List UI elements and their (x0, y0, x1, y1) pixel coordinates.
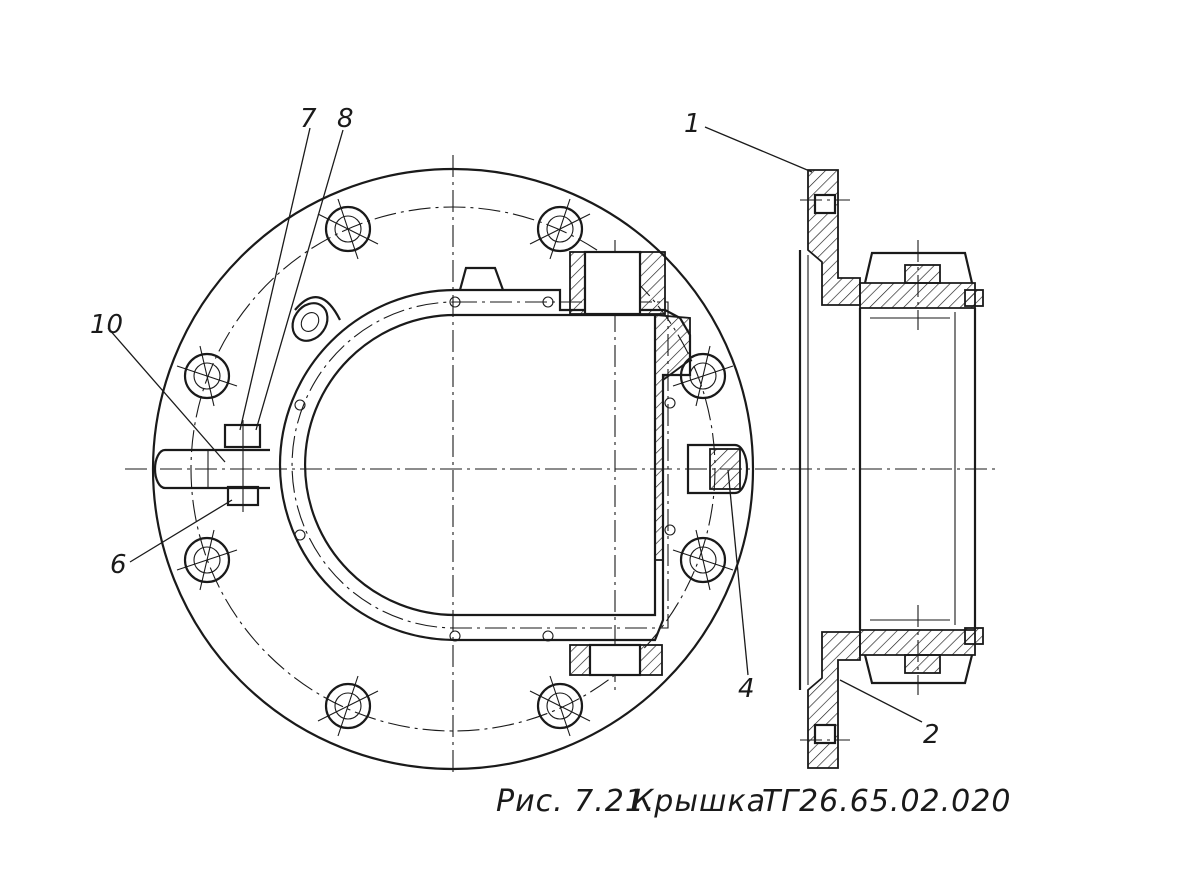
label-2: 2 (923, 720, 940, 750)
flange-outer-edge (151, 167, 755, 771)
eye-bolt (291, 296, 341, 342)
bolt-hole (176, 345, 238, 407)
bolt-hole (672, 345, 734, 407)
flange-upper-hole (813, 193, 837, 215)
right-pin (686, 443, 749, 495)
bottom-boss-bore (588, 643, 642, 677)
flange-upper-section (807, 169, 861, 306)
flange-lower-section (807, 631, 861, 769)
top-boss-bore (583, 250, 642, 316)
right-pin-section (709, 448, 741, 490)
leader-1 (704, 126, 813, 173)
right-wall-section (654, 314, 691, 561)
side-section-view (798, 169, 984, 769)
bolt-hole (317, 198, 379, 260)
label-8: 8 (337, 104, 354, 134)
leader-10 (107, 327, 226, 463)
gasket-line (291, 301, 669, 629)
bolt-hole (672, 529, 734, 591)
window-outer-rim (278, 288, 692, 642)
leader-7 (239, 127, 311, 431)
flange-lower-hole (813, 723, 837, 745)
label-10: 10 (90, 310, 123, 340)
label-1: 1 (684, 109, 701, 139)
bolt-hole (317, 675, 379, 737)
label-7: 7 (300, 104, 317, 134)
leader-6 (129, 499, 233, 563)
figure-caption: Рис. 7.21. Крышка ТГ26.65.02.020 (496, 784, 1011, 819)
leader-2 (839, 679, 923, 723)
bolt-hole (529, 675, 591, 737)
leader-4 (727, 469, 749, 676)
front-view (125, 155, 1000, 775)
bolt-holes (176, 198, 734, 737)
part-labels: 1 2 4 6 7 8 10 (90, 104, 940, 750)
window-inner-opening (303, 313, 657, 617)
leader-8 (255, 129, 344, 431)
window-screws (294, 296, 676, 642)
bolt-hole (529, 198, 591, 260)
top-small-boss (458, 266, 505, 291)
caption-code: ТГ26.65.02.020 (762, 784, 1011, 819)
caption-figure-number: Рис. 7.21. (496, 784, 656, 819)
label-6: 6 (110, 550, 127, 580)
callout-leaders (107, 126, 923, 723)
bolt-hole (176, 529, 238, 591)
left-hinge-lug (153, 448, 270, 490)
caption-title: Крышка (632, 784, 766, 819)
label-4: 4 (738, 674, 755, 704)
